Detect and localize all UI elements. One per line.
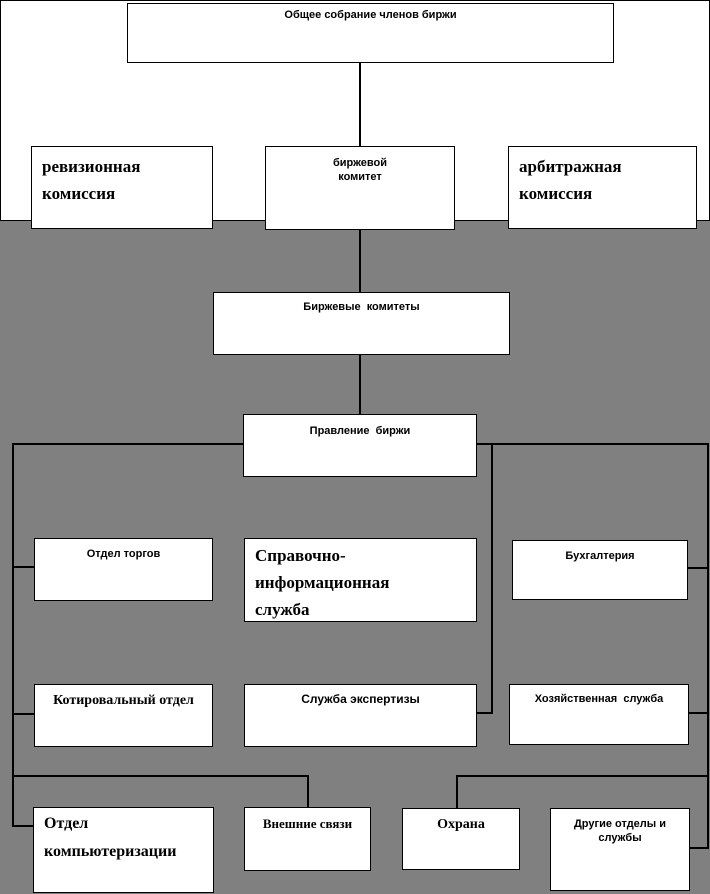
connector-inner-right-vertical: [491, 443, 493, 714]
node-other-departments: Другие отделы и службы: [550, 808, 690, 891]
connector-top-1: [359, 62, 361, 146]
node-exchange-committees: Биржевые комитеты: [213, 292, 510, 355]
node-security-label: Охрана: [437, 817, 485, 832]
connector-right-edge-vertical: [707, 443, 709, 849]
drop-external-relations: [307, 775, 309, 808]
node-revision-commission-label: ревизионная комиссия: [42, 157, 141, 204]
node-external-relations: Внешние связи: [244, 807, 371, 871]
node-expertise-service-label: Служба экспертизы: [301, 692, 420, 706]
connector-top-3: [359, 355, 361, 414]
stub-accounting: [688, 567, 709, 569]
node-general-meeting: Общее собрание членов биржи: [127, 3, 614, 63]
drop-security: [456, 775, 458, 809]
node-security: Охрана: [402, 808, 520, 870]
node-external-relations-label: Внешние связи: [262, 816, 353, 831]
node-trading-department: Отдел торгов: [34, 538, 213, 601]
node-info-service-label: Справочно- информационная служба: [255, 546, 390, 620]
node-quotation-department: Котировальный отдел: [34, 684, 213, 747]
connector-row4-left: [12, 775, 309, 777]
connector-main-left: [12, 443, 243, 445]
node-arbitration-commission-label: арбитражная комиссия: [519, 157, 622, 204]
node-computerization-department-label: Отдел компьютеризации: [44, 815, 177, 860]
node-exchange-committee: биржевой комитет: [265, 146, 455, 230]
node-board: Правление биржи: [243, 414, 477, 477]
connector-main-right: [477, 443, 709, 445]
stub-household: [689, 712, 709, 714]
node-general-meeting-label: Общее собрание членов биржи: [284, 9, 457, 21]
node-revision-commission: ревизионная комиссия: [31, 146, 213, 229]
stub-computerization: [12, 825, 33, 827]
node-exchange-committees-label: Биржевые комитеты: [303, 301, 420, 313]
stub-trading: [12, 566, 34, 568]
stub-other-departments: [690, 847, 709, 849]
node-other-departments-label: Другие отделы и службы: [573, 818, 667, 845]
node-household-service-label: Хозяйственная служба: [534, 693, 664, 705]
node-quotation-department-label: Котировальный отдел: [53, 693, 194, 708]
node-arbitration-commission: арбитражная комиссия: [508, 146, 697, 229]
node-info-service: Справочно- информационная служба: [244, 538, 477, 622]
node-trading-department-label: Отдел торгов: [86, 548, 161, 560]
node-accounting-label: Бухгалтерия: [565, 550, 635, 562]
node-exchange-committee-label: биржевой комитет: [332, 157, 387, 184]
stub-quotation: [12, 713, 34, 715]
node-accounting: Бухгалтерия: [512, 540, 688, 600]
node-board-label: Правление биржи: [309, 425, 411, 437]
node-household-service: Хозяйственная служба: [509, 684, 689, 745]
connector-row4-right: [456, 775, 709, 777]
node-computerization-department: Отдел компьютеризации: [33, 807, 214, 893]
connector-top-2: [359, 230, 361, 292]
node-expertise-service: Служба экспертизы: [244, 684, 477, 747]
jog-expertise: [476, 712, 493, 714]
connector-left-vertical: [12, 443, 14, 827]
